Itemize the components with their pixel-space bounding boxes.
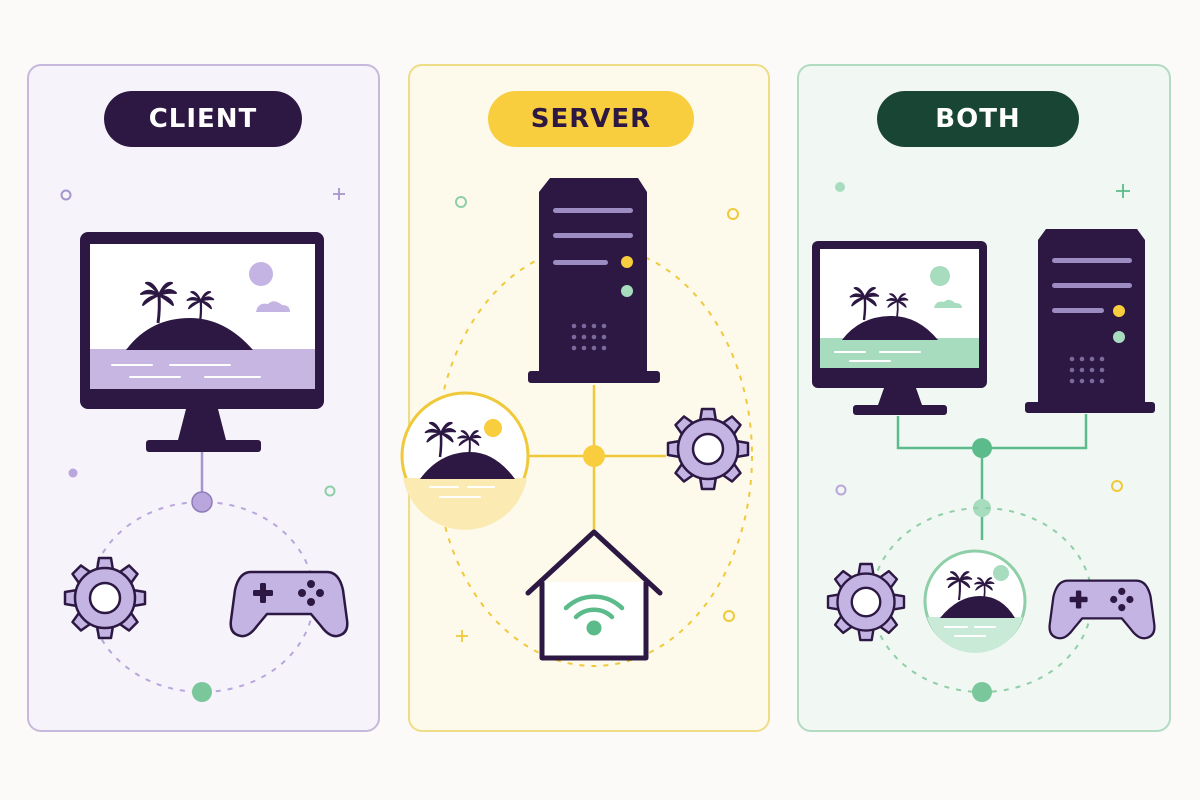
- both-label-pill: BOTH: [877, 91, 1079, 147]
- server-tower-icon: [528, 178, 660, 383]
- gamepad-icon: [229, 570, 349, 638]
- client-sparkles: [60, 188, 345, 497]
- gear-icon: [826, 562, 906, 642]
- desktop-monitor-icon: [80, 232, 324, 452]
- both-sparkles: [835, 182, 1130, 496]
- island-scene-icon: [923, 549, 1027, 653]
- server-tower-icon: [1025, 229, 1155, 413]
- server-label-pill: SERVER: [488, 91, 694, 147]
- client-node-top: [191, 491, 213, 513]
- server-hub-node: [583, 445, 605, 467]
- client-node-bottom: [192, 682, 212, 702]
- both-node-bottom: [972, 682, 992, 702]
- both-bracket-link: [896, 414, 1088, 450]
- both-label: BOTH: [935, 104, 1021, 134]
- gear-icon: [666, 407, 750, 491]
- home-wifi-icon: [525, 529, 663, 661]
- desktop-monitor-icon: [812, 241, 987, 415]
- gamepad-icon: [1048, 579, 1156, 640]
- island-scene-icon: [400, 391, 530, 530]
- both-mid-node: [973, 499, 991, 517]
- server-label: SERVER: [530, 104, 652, 134]
- client-label: CLIENT: [148, 104, 258, 134]
- gear-icon: [63, 556, 147, 640]
- client-label-pill: CLIENT: [104, 91, 302, 147]
- both-hub-node: [972, 438, 992, 458]
- server-sparkles: [455, 196, 739, 642]
